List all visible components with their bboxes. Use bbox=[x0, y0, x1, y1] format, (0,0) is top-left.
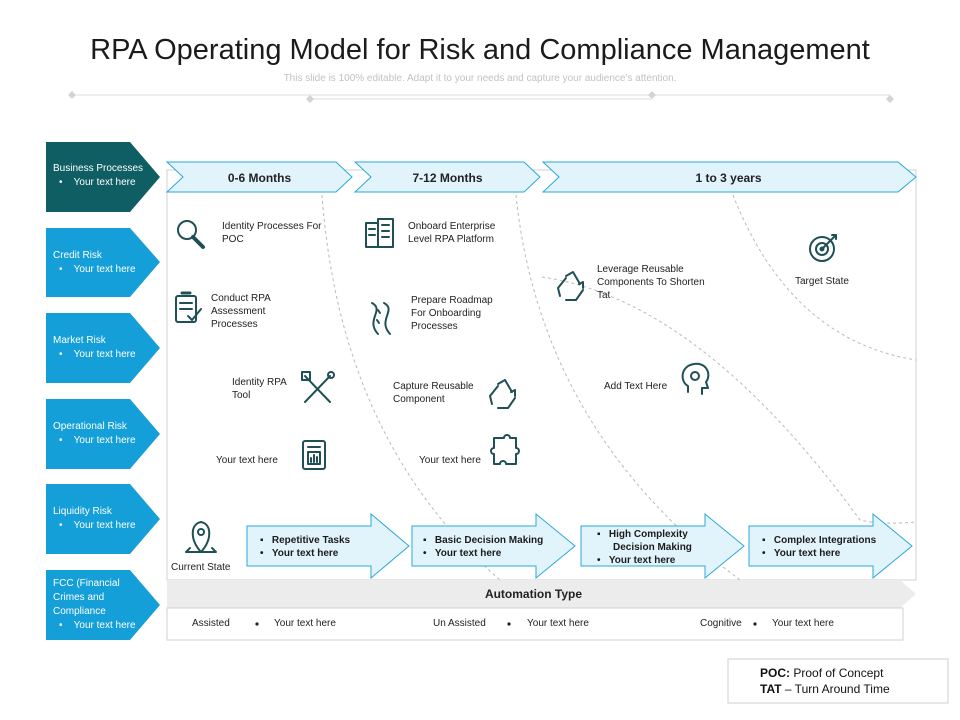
sidebar-item-title: Liquidity Risk bbox=[53, 506, 112, 517]
sidebar-item-text: • Your text here bbox=[59, 520, 136, 531]
sidebar-item-credit-risk: Credit Risk • Your text here bbox=[53, 249, 148, 277]
page-subtitle: This slide is 100% editable. Adapt it to… bbox=[283, 73, 677, 84]
sidebar-item-title: Credit Risk bbox=[53, 250, 102, 261]
legend-tat: TAT – Turn Around Time bbox=[760, 682, 890, 696]
label-prepare-roadmap: Prepare Roadmap For Onboarding Processes bbox=[411, 295, 493, 332]
stage-arrow-3 bbox=[580, 512, 745, 580]
automation-cognitive-text: Your text here bbox=[772, 618, 834, 629]
sidebar-item-liquidity-risk: Liquidity Risk • Your text here bbox=[53, 505, 148, 533]
main-panel bbox=[166, 169, 917, 581]
legend-box bbox=[727, 658, 949, 704]
sidebar-item-business-processes: Business Processes • Your text here bbox=[53, 162, 153, 190]
stage-arrow-4 bbox=[748, 512, 913, 580]
sidebar-arrow-operational bbox=[46, 399, 160, 469]
building-icon bbox=[365, 218, 394, 248]
automation-assisted-label: Assisted bbox=[192, 618, 230, 629]
sidebar-item-title: Market Risk bbox=[53, 335, 106, 346]
sidebar-arrow-business bbox=[46, 142, 160, 212]
timeline-chevron-1 bbox=[165, 161, 353, 193]
label-onboard-platform: Onboard Enterprise Level RPA Platform bbox=[408, 221, 496, 245]
divider-dot bbox=[886, 95, 894, 103]
automation-bar bbox=[167, 580, 916, 608]
stage-3-text: ▪ High Complexity Decision Making • Your… bbox=[597, 529, 692, 566]
puzzle-icon bbox=[490, 434, 520, 465]
sidebar-item-text: • Your text here bbox=[59, 349, 136, 360]
automation-type-title: Automation Type bbox=[484, 587, 583, 601]
report-icon bbox=[302, 440, 326, 470]
head-gear-icon bbox=[681, 362, 710, 395]
recycle-icon bbox=[489, 379, 516, 409]
sidebar-item-text: • Your text here bbox=[59, 177, 136, 188]
label-identity-tool: Identity RPA Tool bbox=[232, 377, 287, 401]
label-your-text-1: Your text here bbox=[216, 455, 278, 466]
stage-4-text: ▪ Complex Integrations • Your text here bbox=[762, 535, 877, 559]
label-leverage-components: Leverage Reusable Components To Shorten … bbox=[597, 264, 705, 301]
sidebar-item-text: • Your text here bbox=[59, 435, 136, 446]
legend-poc: POC: Proof of Concept bbox=[760, 666, 884, 680]
sidebar-item-operational-risk: Operational Risk • Your text here bbox=[53, 420, 148, 448]
timeline-label-1-3: 1 to 3 years bbox=[695, 171, 762, 185]
automation-assisted-text: Your text here bbox=[274, 618, 336, 629]
stage-arrow-1 bbox=[246, 512, 410, 580]
label-target-state: Target State bbox=[795, 276, 849, 287]
divider-dot bbox=[68, 91, 76, 99]
sidebar-item-title: Operational Risk bbox=[53, 421, 127, 432]
automation-types-box bbox=[166, 607, 904, 641]
sidebar-item-text: • Your text here bbox=[59, 264, 136, 275]
automation-unassisted-text: Your text here bbox=[527, 618, 589, 629]
divider-dot bbox=[306, 95, 314, 103]
tools-icon bbox=[301, 371, 335, 403]
page-title: RPA Operating Model for Risk and Complia… bbox=[90, 34, 870, 66]
recycle-icon bbox=[557, 271, 584, 301]
divider-dot bbox=[648, 91, 656, 99]
sidebar-arrow-fcc bbox=[46, 570, 160, 640]
magnifier-icon bbox=[177, 220, 205, 249]
location-pin-icon bbox=[185, 521, 217, 553]
sidebar-item-market-risk: Market Risk • Your text here bbox=[53, 334, 148, 362]
automation-unassisted-label: Un Assisted bbox=[433, 618, 486, 629]
stage-arrow-2 bbox=[411, 512, 576, 580]
automation-cognitive-label: Cognitive bbox=[700, 618, 742, 629]
timeline-label-7-12: 7-12 Months bbox=[412, 171, 483, 185]
legend: POC: Proof of Concept TAT – Turn Around … bbox=[760, 665, 890, 697]
sidebar-item-fcc: FCC (Financial Crimes and Compliance • Y… bbox=[53, 577, 136, 633]
sidebar-arrow-market bbox=[46, 313, 160, 383]
road-icon bbox=[371, 302, 391, 335]
sidebar-arrow-credit bbox=[46, 228, 160, 297]
timeline-chevron-3 bbox=[541, 161, 917, 193]
timeline-label-0-6: 0-6 Months bbox=[227, 171, 292, 185]
arc-3 bbox=[541, 276, 917, 524]
target-icon bbox=[809, 234, 837, 262]
timeline-chevron-2 bbox=[353, 161, 541, 193]
arc-4 bbox=[732, 194, 917, 361]
label-current-state: Current State bbox=[171, 562, 231, 573]
sidebar-item-text: • Your text here bbox=[59, 620, 136, 631]
label-capture-component: Capture Reusable Component bbox=[393, 381, 474, 405]
label-add-text: Add Text Here bbox=[604, 381, 668, 392]
sidebar-item-title: Business Processes bbox=[53, 163, 144, 174]
stage-2-text: ▪ Basic Decision Making • Your text here bbox=[423, 535, 544, 559]
clipboard-check-icon bbox=[175, 291, 202, 323]
sidebar-arrow-liquidity bbox=[46, 484, 160, 554]
label-your-text-2: Your text here bbox=[419, 455, 481, 466]
sidebar-item-title: FCC (Financial Crimes and Compliance bbox=[53, 578, 120, 617]
stage-1-text: ▪ Repetitive Tasks • Your text here bbox=[260, 535, 351, 559]
label-conduct-assessment: Conduct RPA Assessment Processes bbox=[211, 293, 271, 330]
label-identity-processes: Identity Processes For POC bbox=[222, 221, 322, 245]
